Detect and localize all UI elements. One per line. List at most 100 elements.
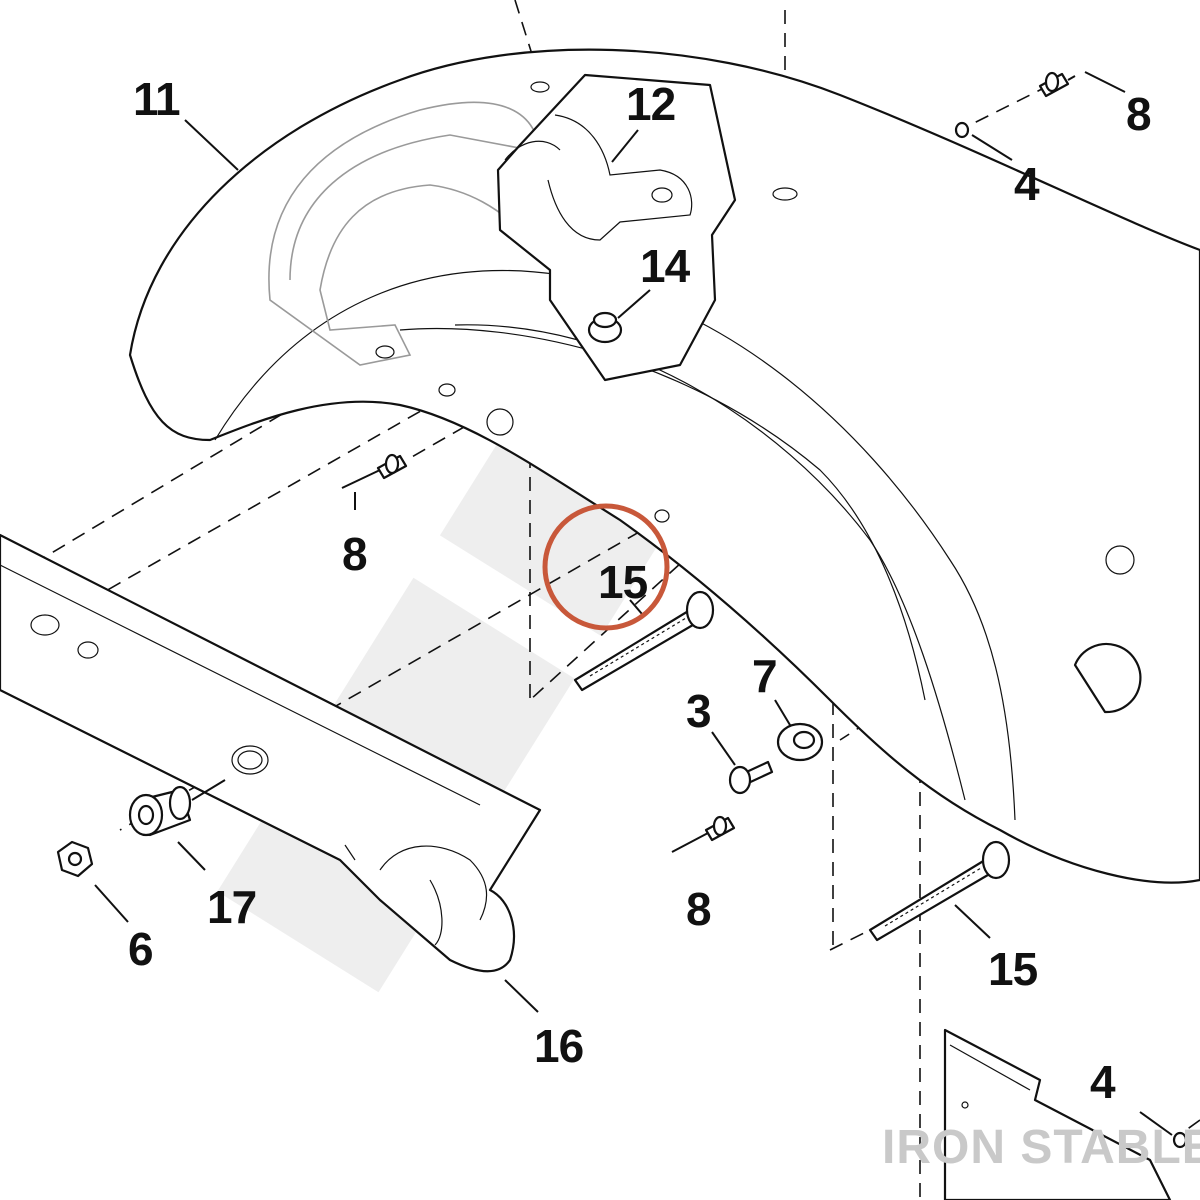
bracket-plate-tab xyxy=(547,114,693,241)
rivet-part-8-lower xyxy=(671,815,736,853)
lower-bracket-edge xyxy=(949,1044,1031,1091)
brand-watermark: IRON STABLE xyxy=(882,1121,1200,1174)
bolt-head xyxy=(685,590,715,630)
assembly-line xyxy=(39,354,381,561)
watermark-shape xyxy=(439,399,686,637)
mount-hole-rim xyxy=(231,745,269,775)
leader-line xyxy=(954,904,991,939)
mount-hole xyxy=(651,187,673,203)
grommet-inner xyxy=(792,730,816,750)
callout-7: 7 xyxy=(752,650,777,702)
mount-hole xyxy=(1105,545,1135,575)
leader-line xyxy=(971,134,1013,161)
mount-hole xyxy=(486,408,514,436)
rivet-head xyxy=(1044,71,1060,93)
side-cover-part xyxy=(0,533,542,973)
watermark-shape xyxy=(328,577,575,815)
side-cover-notch xyxy=(379,845,488,921)
rivet-head xyxy=(712,815,728,837)
leader-line xyxy=(1139,1111,1173,1136)
rivet-part-8-middle xyxy=(341,453,408,489)
bolt-thread xyxy=(884,867,982,927)
side-cover-edge xyxy=(0,564,481,806)
callout-8: 8 xyxy=(342,528,367,580)
leader-line xyxy=(629,599,643,615)
bracket-plate-edge xyxy=(504,140,561,161)
mount-hole xyxy=(530,81,550,93)
leader-lines xyxy=(94,71,1173,1136)
callout-16: 16 xyxy=(534,1020,583,1072)
leader-line xyxy=(94,884,129,923)
rivet-pin xyxy=(671,832,709,853)
nut-top xyxy=(592,311,618,329)
spacer-bore xyxy=(137,804,155,826)
screw-head xyxy=(728,765,752,795)
mount-hole xyxy=(77,641,99,659)
rivet-part-8-upper xyxy=(1038,71,1076,98)
support-bracket-ghost xyxy=(289,134,531,281)
mount-hole xyxy=(772,187,798,201)
nut-bore xyxy=(67,851,83,867)
bolt-head xyxy=(981,840,1011,880)
callout-17: 17 xyxy=(207,881,256,933)
washer-part-4-upper xyxy=(954,121,970,139)
callout-12: 12 xyxy=(626,78,675,130)
side-cover-clip xyxy=(344,844,356,861)
bracket-plate-part xyxy=(496,73,737,382)
leader-line xyxy=(177,841,206,871)
leader-line xyxy=(1084,71,1126,93)
fender-inner-edge xyxy=(214,269,1016,821)
callout-3: 3 xyxy=(686,685,711,737)
leader-line xyxy=(774,699,791,726)
callout-15: 15 xyxy=(988,943,1038,995)
mount-hole xyxy=(961,1101,969,1109)
callout-8: 8 xyxy=(1126,88,1151,140)
spacer-flange xyxy=(168,785,192,821)
callout-labels: 11 12 8 4 14 8 15 7 3 17 6 8 15 16 4 xyxy=(128,73,1152,1108)
side-cover-outline xyxy=(0,533,542,973)
callout-4: 4 xyxy=(1014,158,1040,210)
mount-hole xyxy=(30,614,60,636)
fender-inner-rib xyxy=(399,327,926,701)
bolt-thread xyxy=(589,617,687,677)
callout-8: 8 xyxy=(686,883,711,935)
callout-6: 6 xyxy=(128,923,153,975)
highlight-circle xyxy=(542,503,670,631)
rear-fender-part xyxy=(128,48,1200,884)
leader-line xyxy=(504,979,539,1013)
mount-hole xyxy=(237,750,263,770)
fender-outline xyxy=(128,48,1200,884)
leader-line xyxy=(184,119,239,171)
assembly-line xyxy=(959,84,1051,131)
leader-line xyxy=(617,289,651,319)
assembly-line xyxy=(409,414,486,459)
callout-14: 14 xyxy=(640,240,691,292)
spacer-part-17 xyxy=(128,785,192,837)
mount-hole xyxy=(438,383,456,397)
callout-11: 11 xyxy=(133,73,180,125)
rivet-pin xyxy=(341,469,381,489)
long-bolt-part-15-lower xyxy=(868,840,1011,942)
mount-hole xyxy=(654,509,670,523)
rivet-head xyxy=(384,453,400,475)
screw-part-3 xyxy=(728,760,774,795)
lower-bracket-outline xyxy=(943,1028,1172,1200)
nut-part-6 xyxy=(56,840,94,878)
taillight-opening xyxy=(1073,642,1142,714)
callout-4: 4 xyxy=(1090,1056,1116,1108)
grommet-part-7 xyxy=(776,722,824,762)
leader-line xyxy=(611,129,639,163)
mount-hole xyxy=(375,345,395,359)
lower-bracket-part xyxy=(943,1028,1172,1200)
nut-part-14 xyxy=(587,311,623,344)
bracket-plate-outline xyxy=(496,73,737,382)
callout-15-highlighted: 15 xyxy=(598,556,648,608)
long-bolt-part-15-upper xyxy=(573,590,715,692)
side-cover-notch xyxy=(429,879,443,946)
leader-line xyxy=(711,731,736,766)
rivet-pin xyxy=(1067,75,1076,81)
leader-line xyxy=(191,779,226,801)
washer-part-4-lower xyxy=(1172,1131,1188,1149)
